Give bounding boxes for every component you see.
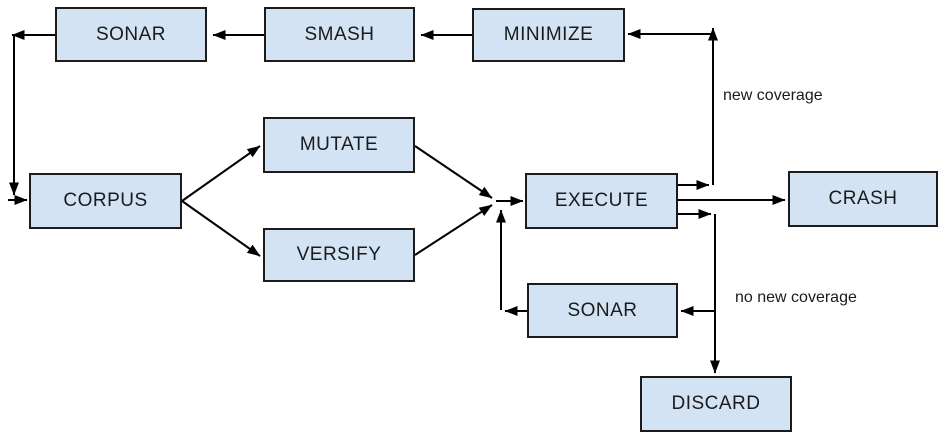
node-execute: EXECUTE: [525, 173, 678, 229]
edge-versify-to-junction: [414, 204, 493, 256]
node-smash: SMASH: [264, 7, 415, 62]
node-label-sonar-top: SONAR: [95, 23, 167, 45]
node-discard: DISCARD: [640, 376, 792, 432]
node-label-versify: VERSIFY: [296, 244, 382, 265]
edge-label-new-coverage: new coverage: [723, 87, 823, 104]
node-corpus: CORPUS: [29, 173, 182, 229]
edge-corpus-to-versify: [181, 200, 261, 257]
node-label-minimize: MINIMIZE: [503, 24, 594, 45]
node-mutate: MUTATE: [263, 117, 415, 173]
node-label-mutate: MUTATE: [299, 134, 379, 155]
node-sonar-bottom: SONAR: [527, 283, 678, 338]
node-minimize: MINIMIZE: [472, 8, 625, 62]
edge-label-no-new-coverage: no new coverage: [735, 289, 857, 306]
node-sonar-top: SONAR: [55, 7, 207, 62]
node-label-sonar-bottom: SONAR: [567, 299, 638, 321]
node-label-crash: CRASH: [828, 188, 898, 209]
node-label-discard: DISCARD: [671, 393, 761, 414]
edge-corpus-to-mutate: [181, 145, 261, 202]
edge-mutate-to-junction: [414, 145, 493, 199]
node-label-execute: EXECUTE: [554, 190, 649, 211]
node-crash: CRASH: [788, 171, 938, 227]
node-versify: VERSIFY: [263, 228, 415, 282]
node-label-corpus: CORPUS: [63, 190, 148, 211]
node-label-smash: SMASH: [304, 23, 375, 45]
